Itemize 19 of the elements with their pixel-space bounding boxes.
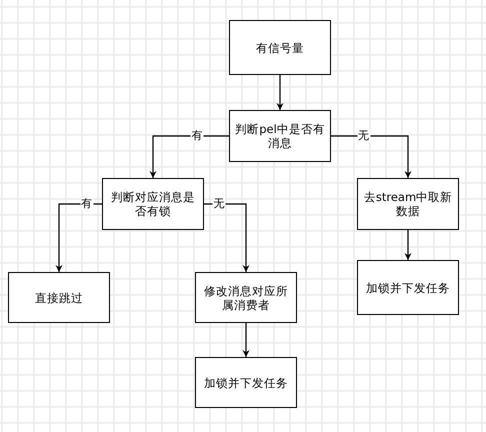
process-box: 加锁并下发任务	[195, 357, 297, 408]
process-box: 判断对应消息是否有锁	[102, 178, 204, 230]
arrow	[204, 203, 250, 272]
edge-label: 无	[212, 198, 226, 210]
process-box: 判断pel中是否有消息	[229, 110, 331, 162]
arrow	[56, 203, 102, 272]
process-box: 修改消息对应所属消费者	[195, 272, 297, 323]
edge-label: 有	[190, 130, 204, 142]
arrow	[150, 135, 229, 178]
process-box: 有信号量	[229, 20, 331, 75]
process-box: 去stream中取新数据	[357, 178, 459, 230]
arrow	[331, 135, 412, 178]
arrow	[404, 230, 412, 260]
edge-label: 有	[80, 198, 93, 210]
edge-label: 无	[357, 130, 370, 142]
arrow	[242, 323, 250, 357]
arrow	[276, 75, 284, 110]
process-box: 加锁并下发任务	[357, 260, 459, 315]
process-box: 直接跳过	[8, 272, 110, 323]
